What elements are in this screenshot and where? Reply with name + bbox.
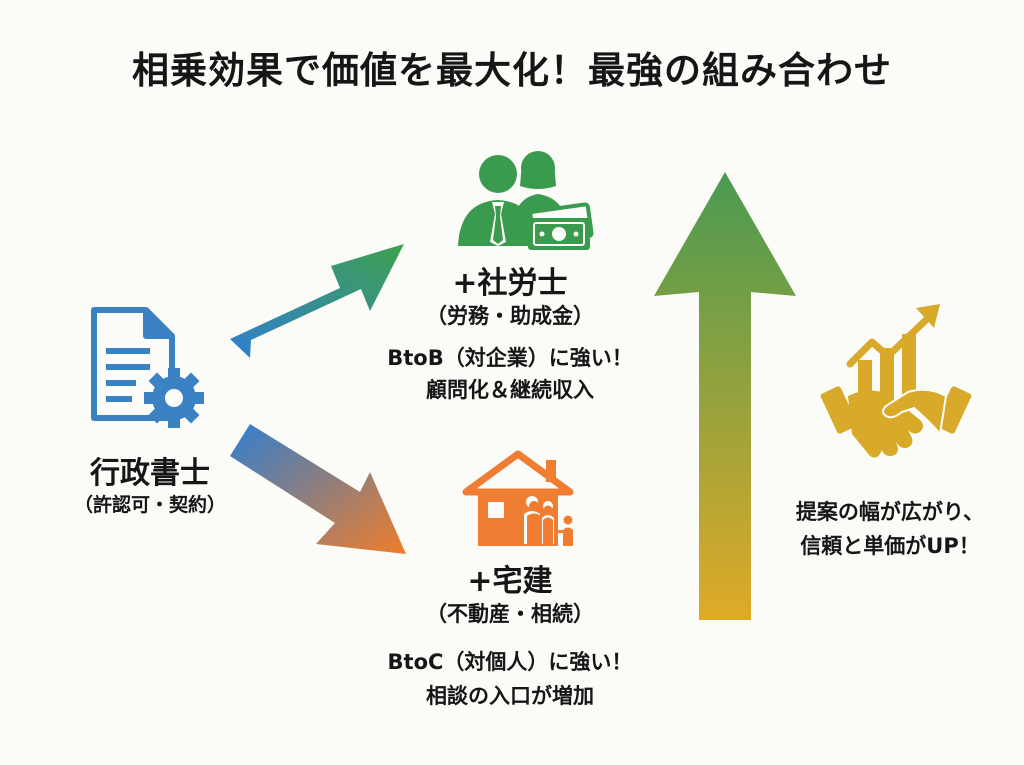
bottom-combo-name: +宅建 xyxy=(467,564,553,599)
top-combo-sub: （労務・助成金） xyxy=(426,304,594,328)
bottom-combo-sub: （不動産・相続） xyxy=(426,602,594,626)
arrow-down-right-icon xyxy=(230,424,406,554)
top-combo-name: +社労士 xyxy=(452,266,568,301)
bottom-combo-line2: 相談の入口が増加 xyxy=(426,684,594,708)
handshake-growth-icon xyxy=(820,304,972,458)
tall-up-arrow-icon xyxy=(654,172,796,620)
document-gear-icon xyxy=(91,307,204,428)
page-title: 相乗効果で価値を最大化！最強の組み合わせ xyxy=(132,49,892,92)
business-people-money-icon xyxy=(458,151,594,250)
house-family-icon xyxy=(462,450,574,546)
bottom-combo-line1: BtoC（対個人）に強い！ xyxy=(387,650,633,674)
result-line2: 信頼と単価がUP！ xyxy=(800,534,980,558)
top-combo-line1: BtoB（対企業）に強い！ xyxy=(387,346,633,370)
source-sub: （許認可・契約） xyxy=(73,494,226,516)
result-line1: 提案の幅が広がり、 xyxy=(795,500,985,524)
source-name: 行政書士 xyxy=(90,456,210,491)
top-combo-line2: 顧問化＆継続収入 xyxy=(426,378,594,402)
arrow-up-right-icon xyxy=(230,244,404,358)
